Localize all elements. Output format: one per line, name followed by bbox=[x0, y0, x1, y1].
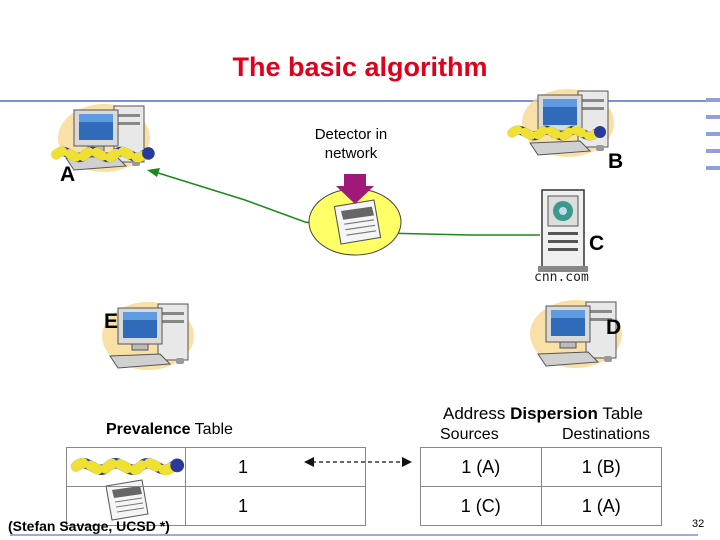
marker-square bbox=[706, 98, 720, 102]
column-header-sources: Sources bbox=[440, 426, 499, 443]
page-number: 32 bbox=[692, 518, 705, 530]
credit-text: (Stefan Savage, UCSD *) bbox=[8, 518, 170, 534]
destinations-cell: 1 (B) bbox=[540, 447, 662, 487]
host-a-computer-icon bbox=[56, 103, 155, 173]
detector-label: Detector in network bbox=[296, 125, 406, 163]
host-label-a: A bbox=[60, 163, 76, 186]
slide-title: The basic algorithm bbox=[232, 52, 488, 82]
table-row: 1 (A) 1 (B) bbox=[420, 447, 662, 487]
table-row: 1 bbox=[66, 447, 366, 487]
prevalence-count-cell: 1 bbox=[185, 486, 366, 526]
table-row: 1 (C) 1 (A) bbox=[420, 486, 662, 526]
prevalence-table-title: Prevalence Table bbox=[106, 421, 233, 439]
title-divider bbox=[0, 100, 720, 102]
host-label-c: C bbox=[589, 232, 605, 255]
dispersion-table: 1 (A) 1 (B) 1 (C) 1 (A) bbox=[420, 447, 662, 526]
dispersion-table-headers: Sources Destinations bbox=[440, 426, 650, 444]
table-row: 1 bbox=[66, 486, 366, 526]
prevalence-title-bold: Prevalence bbox=[106, 421, 191, 438]
column-header-destinations: Destinations bbox=[561, 426, 650, 443]
dispersion-table-title: Address Dispersion Table bbox=[416, 404, 670, 424]
signature-cell bbox=[66, 447, 186, 487]
marker-square bbox=[706, 166, 720, 170]
server-c-icon bbox=[538, 189, 588, 272]
destinations-cell: 1 (A) bbox=[540, 486, 662, 526]
dispersion-title-bold: Dispersion bbox=[510, 404, 598, 423]
host-b-computer-icon bbox=[512, 88, 615, 158]
detector-label-line2: network bbox=[324, 145, 378, 162]
marker-square bbox=[706, 132, 720, 136]
server-name-label: cnn.com bbox=[534, 270, 589, 285]
detector-label-line1: Detector in bbox=[314, 126, 388, 143]
host-label-d: D bbox=[606, 316, 622, 339]
dispersion-title-pre: Address bbox=[442, 404, 511, 423]
dispersion-title-post: Table bbox=[597, 404, 643, 423]
arrowhead-icon bbox=[147, 168, 160, 177]
prevalence-count-cell: 1 bbox=[185, 447, 366, 487]
sources-cell: 1 (A) bbox=[420, 447, 542, 487]
detector-arrow-icon bbox=[336, 174, 374, 204]
marker-square bbox=[706, 149, 720, 153]
prevalence-title-rest: Table bbox=[190, 421, 233, 438]
sources-cell: 1 (C) bbox=[420, 486, 542, 526]
host-label-e: E bbox=[104, 310, 119, 333]
host-label-b: B bbox=[608, 150, 624, 173]
marker-square bbox=[706, 115, 720, 119]
prevalence-table: 1 1 bbox=[66, 447, 366, 526]
